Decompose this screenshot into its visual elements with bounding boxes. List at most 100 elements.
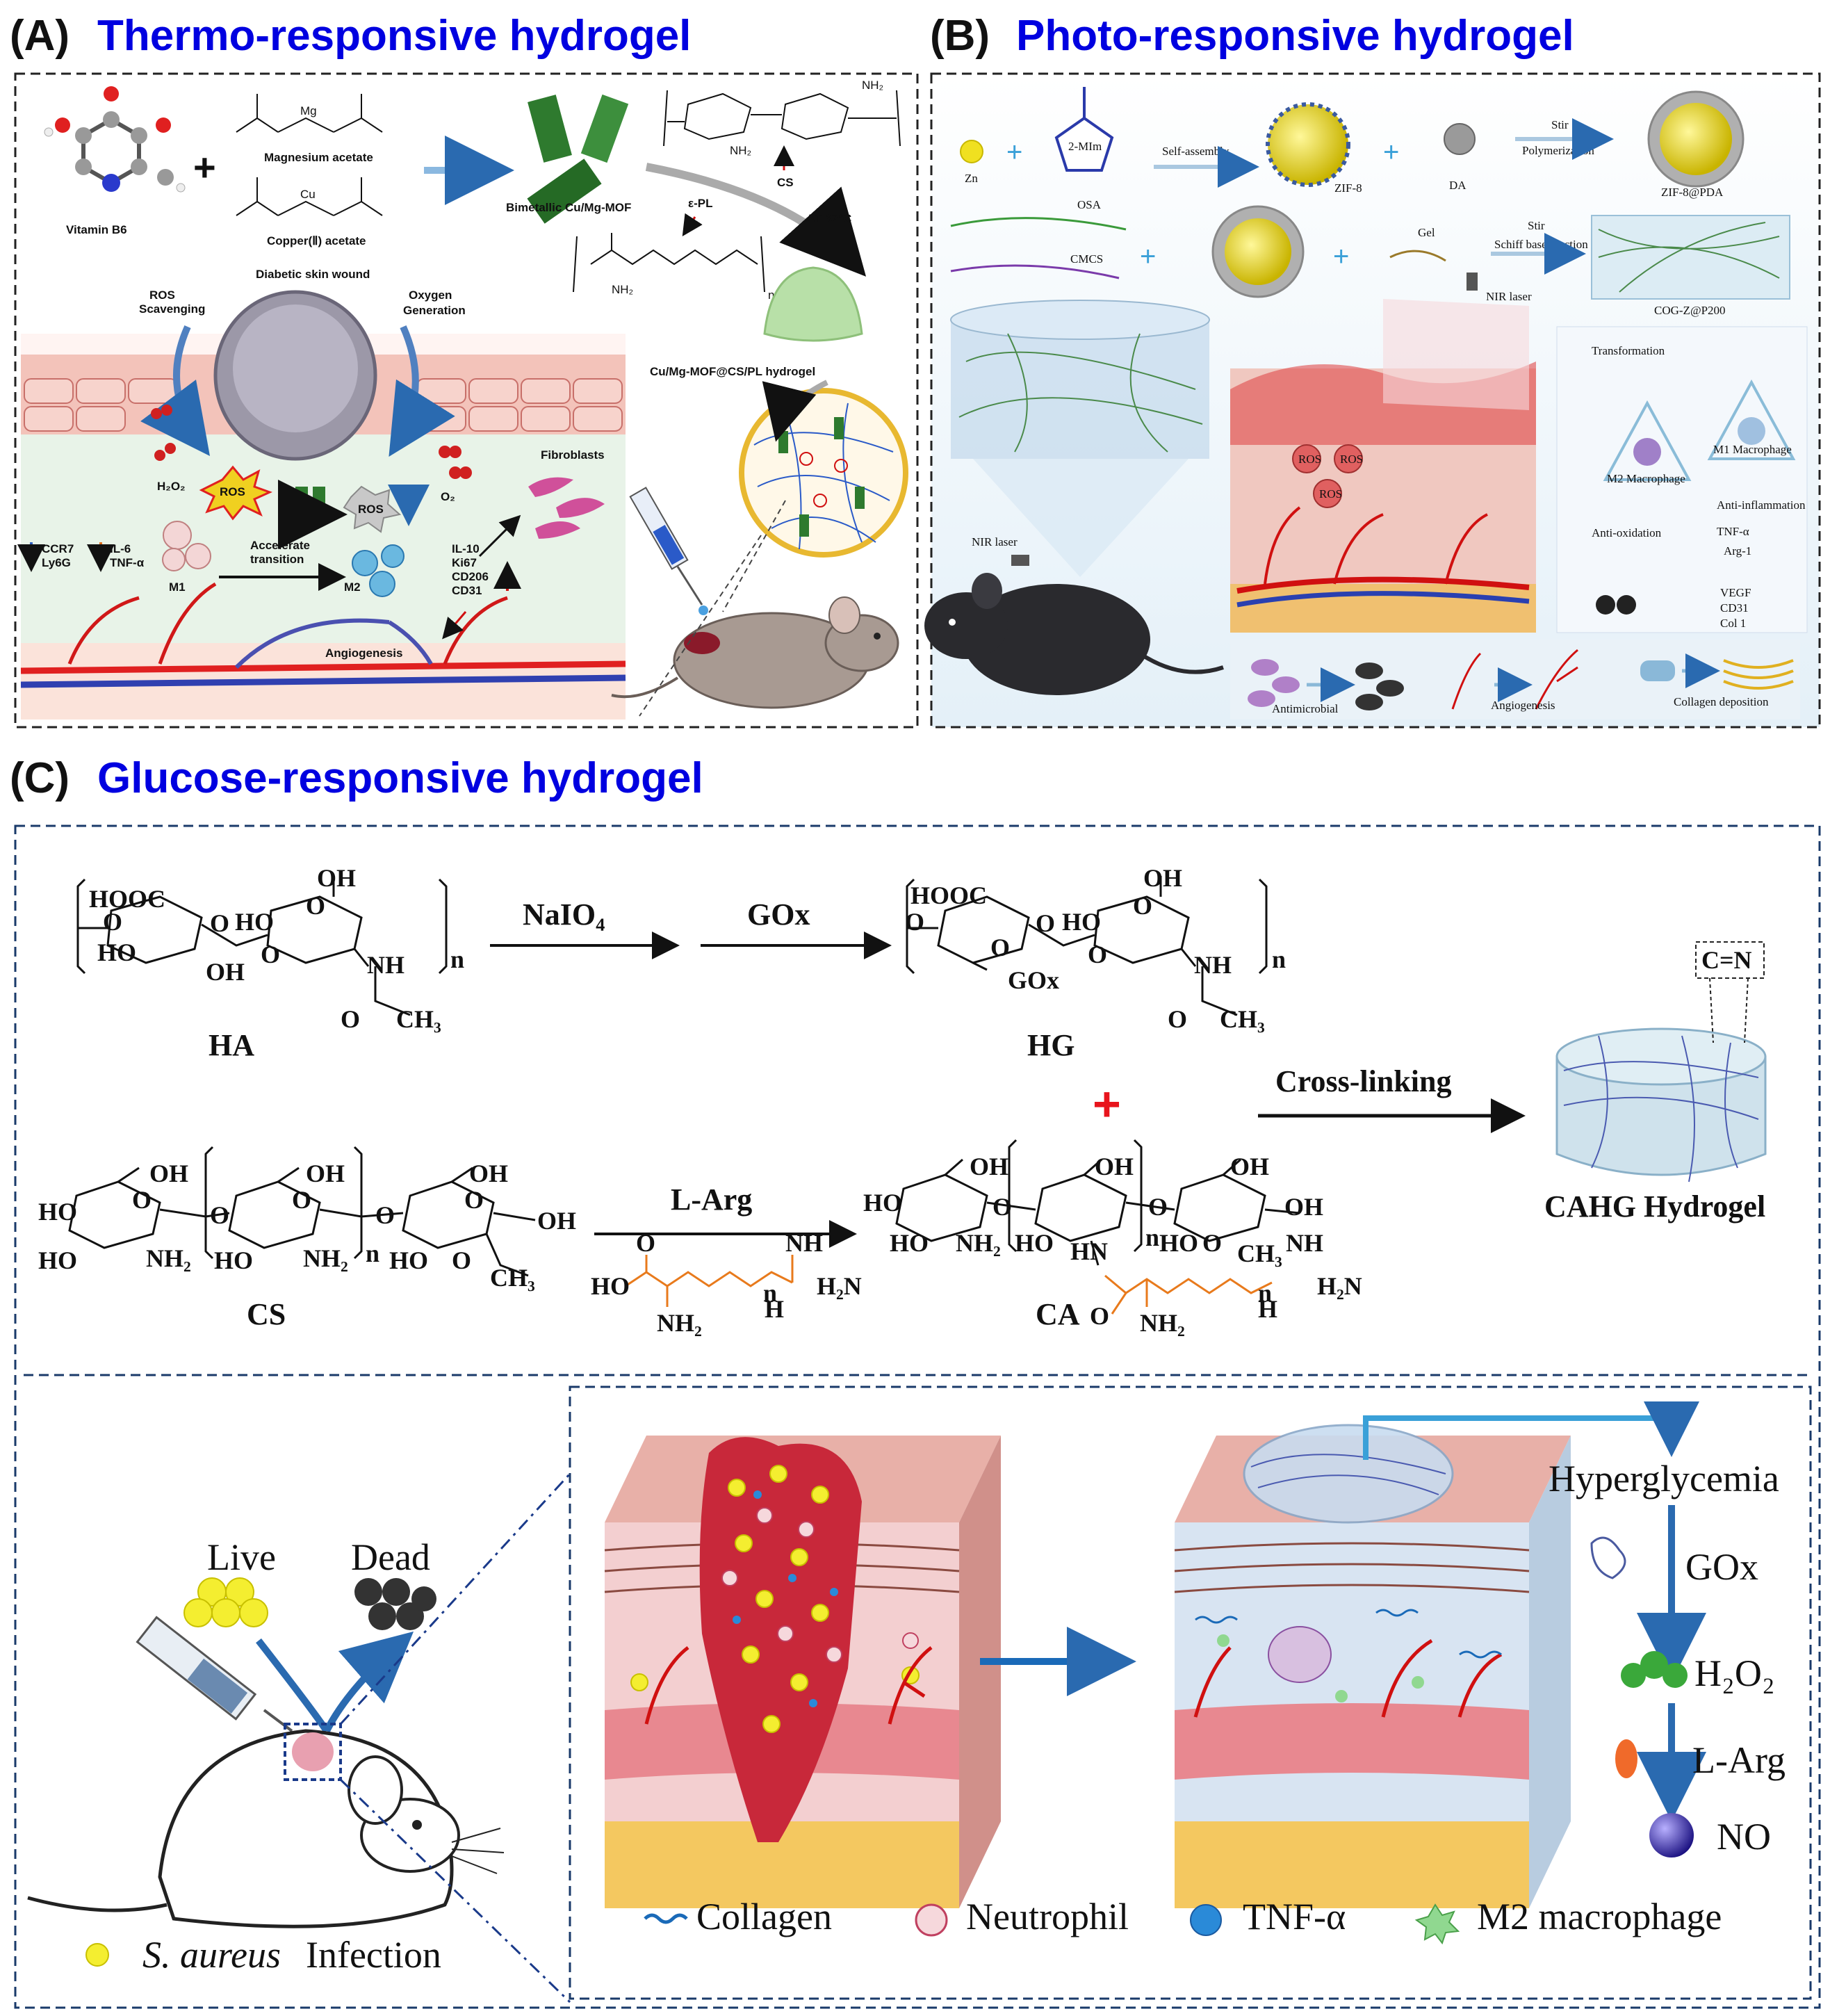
ha-o-ring: O	[306, 892, 325, 920]
ca-o-1: O	[992, 1193, 1012, 1221]
healing-cell-cluster	[1268, 1626, 1332, 1683]
cu-atom: Cu	[300, 188, 316, 201]
ros-burst-label: ROS	[220, 485, 245, 498]
m1-macrophage-b	[1738, 417, 1765, 445]
hyperglycemia-label: Hyperglycemia	[1549, 1458, 1779, 1499]
ros-b2: ROS	[1340, 453, 1363, 466]
cs-n: n	[366, 1239, 379, 1267]
cs-structure	[68, 1146, 536, 1277]
hg-structure	[906, 876, 1268, 1016]
zn-ion	[960, 140, 983, 163]
hg-o-acetyl: O	[1168, 1005, 1187, 1033]
larg-nh2: NH₂	[657, 1309, 702, 1337]
larg-cascade-label: L-Arg	[1692, 1739, 1786, 1781]
schiff-label: Schiff base reaction	[1494, 238, 1588, 251]
cs-o-link1: O	[210, 1201, 229, 1229]
larg-ho: HO	[591, 1272, 630, 1300]
ca-structure	[895, 1139, 1300, 1266]
no-label: NO	[1717, 1816, 1771, 1858]
collagen-b-label: Collagen deposition	[1674, 695, 1769, 708]
hyperglycemia-arrow	[1363, 1401, 1699, 1460]
cog-network	[1598, 222, 1780, 293]
antiox-label: Anti-oxidation	[1592, 526, 1662, 539]
zif8pda-mid-core	[1225, 218, 1291, 285]
vitamin-label: Vitamin B6	[66, 223, 127, 236]
legend-tnf-icon	[1190, 1904, 1222, 1936]
angio-label-a: Angiogenesis	[325, 647, 402, 660]
ha-o-bottom: O	[261, 941, 280, 968]
oxygen-gen-1: Oxygen	[409, 288, 452, 302]
cs-nh2-1: NH₂	[146, 1244, 191, 1272]
antimicrobial-label: Antimicrobial	[1272, 702, 1339, 715]
plus-b2: +	[1383, 137, 1399, 168]
larg-label: L-Arg	[671, 1182, 752, 1217]
accelerate-label-1: Accelerate	[250, 539, 310, 552]
panel-b-label: (B)	[930, 12, 990, 60]
saureus-label: S. aureus	[142, 1934, 281, 1976]
cahg-network	[1563, 1035, 1759, 1182]
chitosan-structure-a	[663, 90, 901, 147]
cd31-label-a: CD31	[452, 584, 482, 597]
cahg-top	[1555, 1027, 1767, 1086]
legend-collagen-icon	[644, 1913, 688, 1924]
no-molecule	[1649, 1813, 1694, 1858]
m1-cells	[162, 521, 211, 571]
legend-collagen: Collagen	[696, 1896, 832, 1937]
arg1-label: Arg-1	[1724, 544, 1751, 558]
antiinflam-label: Anti-inflammation	[1717, 498, 1806, 512]
m1-label: M1	[169, 580, 186, 594]
oxygen-arrow	[389, 325, 455, 457]
zif8pda-core	[1660, 103, 1732, 175]
cs-nh2-2: NH₂	[303, 1244, 348, 1272]
panel-a-title: Thermo-responsive hydrogel	[97, 12, 691, 60]
ca-label: CA	[1036, 1297, 1080, 1331]
gox-label: GOx	[747, 897, 810, 932]
capillaries-c2	[1193, 1639, 1503, 1718]
mof-small-crystals	[278, 487, 325, 507]
cs-ho-3: HO	[389, 1246, 428, 1274]
ha-structure	[76, 876, 448, 1016]
osa-label: OSA	[1077, 198, 1102, 211]
arrow-to-zoom	[762, 380, 828, 442]
ccr7-label: CCR7	[42, 542, 74, 555]
polymerization-label: Polymerization	[1522, 144, 1594, 157]
cs-ho-bottom: HO	[38, 1246, 77, 1274]
panel-a-label: (A)	[10, 12, 70, 60]
plus-b3: +	[1140, 241, 1156, 272]
hg-o-bottom: O	[1088, 941, 1107, 968]
ca-arg-h: H	[1258, 1295, 1277, 1323]
cs-oh-2: OH	[306, 1160, 345, 1187]
da-particle	[1444, 123, 1476, 155]
mouse-a	[611, 596, 899, 709]
panel-c: (C) Glucose-responsive hydrogel HOOC OH …	[10, 754, 1821, 2009]
ki67-label: Ki67	[452, 556, 477, 569]
ca-arg-nh2: NH₂	[1140, 1309, 1185, 1337]
legend-neutrophil: Neutrophil	[966, 1896, 1129, 1937]
hg-ho-mid: HO	[1062, 908, 1101, 936]
wound-core	[233, 304, 358, 432]
ha-o-acetyl: O	[341, 1005, 360, 1033]
mof-crystals	[527, 94, 629, 224]
tnfa-label-a: TNF-α	[110, 556, 145, 569]
fibroblast-cells	[528, 477, 605, 539]
o2-molecules	[439, 446, 472, 479]
mouse-c	[27, 1729, 505, 1928]
m2-triangle	[1603, 400, 1692, 481]
capillaries-blue	[234, 618, 433, 669]
cs-o-link2: O	[375, 1201, 395, 1229]
hg-o-red: O	[990, 934, 1010, 961]
gox-cascade-label: GOx	[1685, 1546, 1758, 1588]
wound-label: Diabetic skin wound	[256, 268, 370, 281]
m2-cells	[352, 544, 405, 597]
plus-sign: +	[193, 145, 216, 189]
ca-hn: HN	[1070, 1237, 1108, 1265]
to-fibroblast-arrow	[478, 514, 521, 558]
bacteria-b	[1248, 659, 1300, 707]
hydrogel-dome	[1243, 1424, 1454, 1524]
magnesium-acetate-structure	[236, 94, 383, 133]
m2-label: M2	[344, 580, 361, 594]
healed-collagen	[1195, 1609, 1502, 1659]
transformation-label: Transformation	[1592, 344, 1665, 357]
capillaries-c1	[644, 1646, 933, 1725]
